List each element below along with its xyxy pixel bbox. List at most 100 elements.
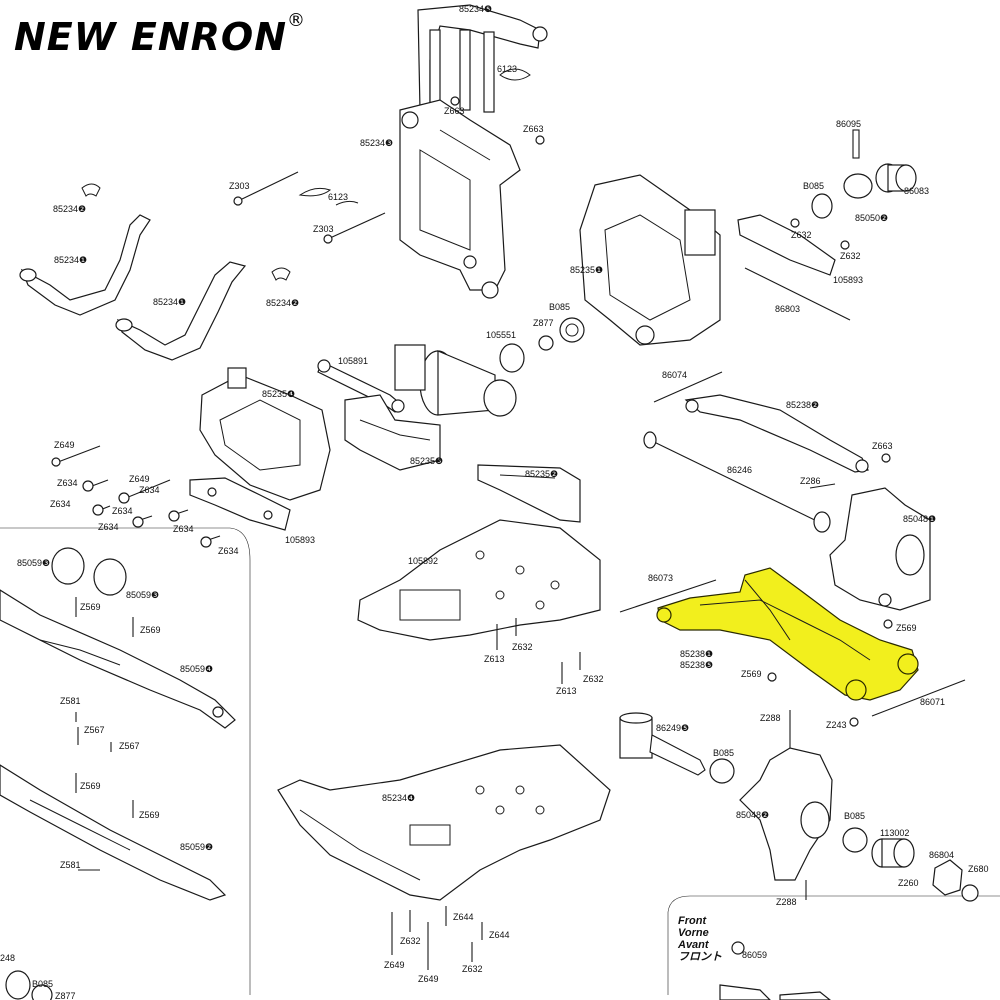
part-label: 85234❹ xyxy=(382,793,415,803)
front-bulkhead-part xyxy=(199,367,331,501)
hub-carrier-part xyxy=(829,487,931,611)
hex-hub-part xyxy=(932,859,963,896)
hinge-plate-part-b xyxy=(189,477,291,531)
driveshaft-part xyxy=(643,431,831,533)
ball-stud-part-c xyxy=(881,453,891,463)
front-direction-note: Front Vorne Avant フロント xyxy=(677,915,722,963)
part-label: 85235❹ xyxy=(262,389,295,399)
part-label: Z634 xyxy=(112,506,133,516)
lower-suspension-arm-highlighted xyxy=(656,567,919,701)
front-note-outline xyxy=(667,895,1000,995)
part-label: Z877 xyxy=(533,318,554,328)
part-label: 86074 xyxy=(662,370,687,380)
brand-logo: NEW ENRON ® xyxy=(14,10,305,59)
part-label: 85059❷ xyxy=(180,842,213,852)
part-label: 85238❺ xyxy=(680,660,713,670)
body-mount-left-part xyxy=(19,214,151,316)
part-label: Z569 xyxy=(140,625,161,635)
brand-name: NEW ENRON xyxy=(14,15,287,59)
part-label: 86095 xyxy=(836,119,861,129)
clip-part-c xyxy=(849,717,859,727)
part-label: 85238❶ xyxy=(680,649,713,659)
small-screw-set-part xyxy=(75,597,134,871)
part-label: Z634 xyxy=(57,478,78,488)
bottom-right-partial-part xyxy=(719,941,831,1000)
part-label: Z569 xyxy=(80,602,101,612)
part-label: B085 xyxy=(713,748,734,758)
part-label: Z632 xyxy=(583,674,604,684)
part-label: 85048❶ xyxy=(903,514,936,524)
part-label: Z581 xyxy=(60,696,81,706)
part-label: Z288 xyxy=(760,713,781,723)
registered-mark: ® xyxy=(287,10,305,31)
part-label: Z877 xyxy=(55,991,76,1000)
bearing-part-c xyxy=(842,827,868,853)
long-screw-part xyxy=(233,171,299,206)
hub-carrier-part-b xyxy=(739,747,833,881)
part-label: Z632 xyxy=(462,964,483,974)
part-labels: 85234❺ 6123 Z663 Z663 85234❸ 86095 Z303 … xyxy=(0,4,989,1000)
part-label: Z567 xyxy=(84,725,105,735)
part-label: 85059❹ xyxy=(180,664,213,674)
screw-cluster-part xyxy=(51,445,221,548)
center-chassis-plate-part xyxy=(357,519,601,641)
front-note-line-de: Vorne xyxy=(678,927,709,939)
rear-shock-tower-part xyxy=(417,4,548,116)
part-label: Z243 xyxy=(826,720,847,730)
part-label: Z613 xyxy=(556,686,577,696)
part-label: 105551 xyxy=(486,330,516,340)
part-label: 248 xyxy=(0,953,15,963)
part-label: Z632 xyxy=(791,230,812,240)
bottom-left-partial-part xyxy=(5,970,53,1000)
part-label: 105893 xyxy=(285,535,315,545)
part-label: 85234❸ xyxy=(360,138,393,148)
gear-mount-part xyxy=(344,394,441,471)
gearbox-case-part xyxy=(579,174,721,346)
front-bumper-upper-part xyxy=(0,589,236,729)
body-mount-right-part xyxy=(115,261,247,361)
rear-bulkhead-part xyxy=(399,99,521,299)
front-bumper-group-outline xyxy=(0,527,251,995)
lower-screw-set-part xyxy=(391,618,581,970)
differential-part xyxy=(394,343,525,417)
part-label: Z581 xyxy=(60,860,81,870)
outdrive-shaft-part xyxy=(619,712,706,776)
part-label: 85235❶ xyxy=(570,265,603,275)
part-label: 113002 xyxy=(880,828,909,838)
clip-part-small xyxy=(81,183,101,197)
skid-plate-part xyxy=(277,744,611,901)
part-label: Z644 xyxy=(489,930,510,940)
bumper-light-part xyxy=(51,547,127,596)
part-label: Z260 xyxy=(898,878,919,888)
ball-stud-part-d xyxy=(883,619,893,629)
part-label: Z634 xyxy=(98,522,119,532)
part-label: Z680 xyxy=(968,864,989,874)
part-label: 86073 xyxy=(648,573,673,583)
part-label: Z649 xyxy=(54,440,75,450)
part-label: 85238❷ xyxy=(786,400,819,410)
part-label: Z303 xyxy=(313,224,334,234)
part-label: Z649 xyxy=(129,474,150,484)
part-label: Z663 xyxy=(444,106,465,116)
part-label: 105891 xyxy=(338,356,368,366)
shim-part xyxy=(538,335,554,351)
part-label: Z613 xyxy=(484,654,505,664)
part-label: 85234❶ xyxy=(153,297,186,307)
part-label: 85050❷ xyxy=(855,213,888,223)
part-label: 85235❸ xyxy=(410,456,443,466)
front-bumper-lower-part xyxy=(0,764,227,901)
part-label: 85048❷ xyxy=(736,810,769,820)
hinge-pin-part xyxy=(744,267,851,321)
outdrive-part xyxy=(811,129,917,219)
long-screw-part-b xyxy=(323,212,386,244)
part-label: 85234❷ xyxy=(53,204,86,214)
part-label: Z649 xyxy=(384,960,405,970)
part-label: Z569 xyxy=(741,669,762,679)
part-label: 85059❸ xyxy=(126,590,159,600)
part-label: B085 xyxy=(803,181,824,191)
body-post-clip-part xyxy=(499,68,531,81)
part-label: 86804 xyxy=(929,850,954,860)
part-label: 85234❶ xyxy=(54,255,87,265)
part-label: Z569 xyxy=(896,623,917,633)
hinge-pin-part-c xyxy=(871,679,966,717)
